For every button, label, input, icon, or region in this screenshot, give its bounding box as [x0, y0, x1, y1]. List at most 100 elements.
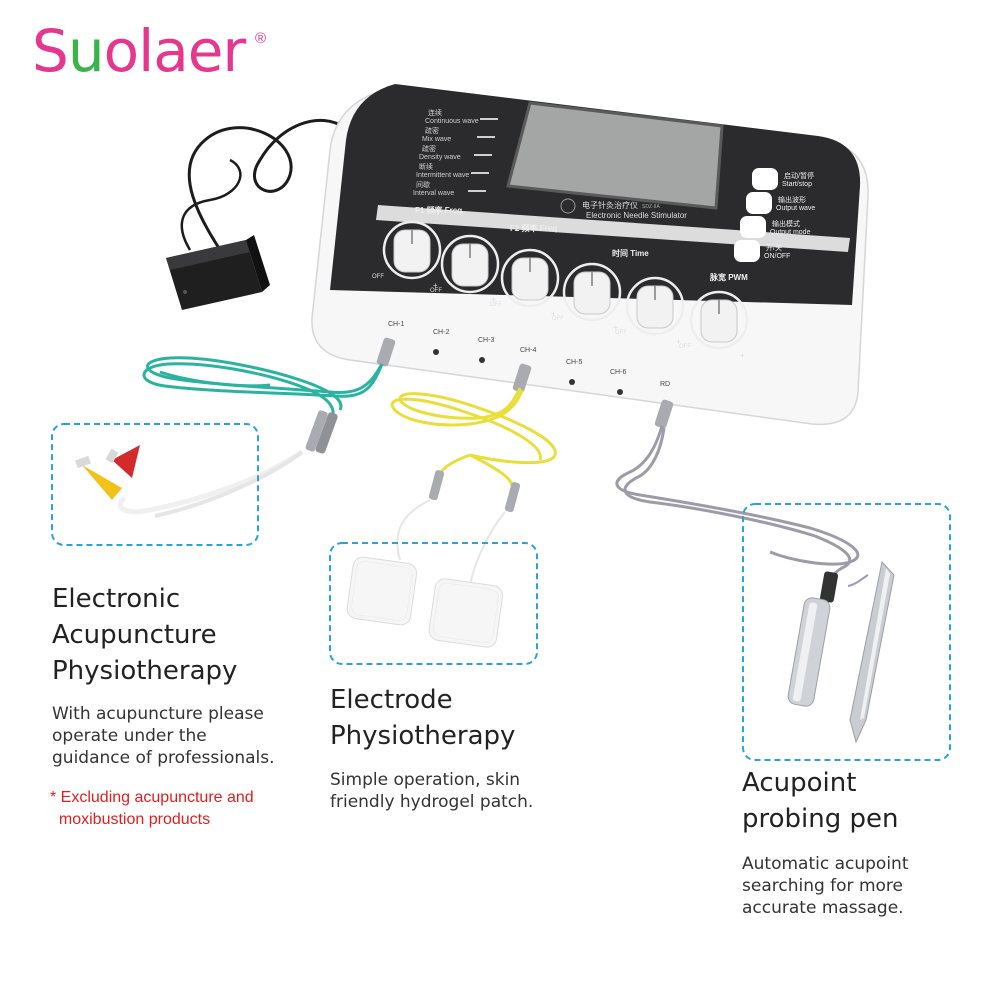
brand-logo: Suolaer	[32, 22, 246, 80]
knob-off-label: OFF	[372, 274, 384, 280]
dashed-frame-pen	[742, 503, 951, 761]
panel-strip	[376, 205, 850, 252]
brand-name-part: olaer	[103, 17, 247, 85]
button-label-cn: 输出模式	[772, 219, 800, 228]
wave-mode-en: Interval wave	[413, 190, 454, 197]
knob-plus-label: +	[613, 323, 618, 332]
channel-label: CH-1	[388, 321, 404, 328]
button-label-en: ON/OFF	[764, 253, 790, 260]
output-jacks	[433, 349, 623, 395]
stimulator-device: 连续 Continuous wave 疏密 Mix wave 疏密 Densit…	[311, 84, 869, 429]
title-line: probing pen	[742, 804, 899, 834]
desc-line: With acupuncture please	[52, 704, 264, 724]
title-line: Physiotherapy	[52, 656, 238, 686]
channel-label: CH-6	[610, 369, 626, 376]
control-buttons: 启动/暂停 Start/stop 输出波形 Output wave 输出模式 O…	[734, 168, 815, 262]
hydrogel-pad	[346, 556, 418, 626]
registered-mark: ®	[255, 30, 267, 47]
brand-name-part: S	[32, 17, 69, 85]
device-emblem	[560, 198, 576, 214]
wave-mode-cn: 间歇	[416, 180, 430, 189]
wave-mode-labels: 连续 Continuous wave 疏密 Mix wave 疏密 Densit…	[413, 108, 479, 197]
start-stop-button[interactable]: 启动/暂停 Start/stop	[752, 168, 814, 190]
electrode-title: Electrode Physiotherapy	[330, 682, 515, 754]
button-label-en: Output wave	[776, 205, 815, 212]
label-f1-freq: F1 频率 Freq	[415, 205, 462, 215]
desc-line: guidance of professionals.	[52, 748, 275, 768]
title-line: Physiotherapy	[330, 721, 516, 751]
channel-label: CH-4	[520, 347, 536, 354]
probe-pen-description: Automatic acupoint searching for more ac…	[742, 853, 908, 919]
device-model: SDZ-IIA	[642, 204, 660, 210]
hydrogel-pad	[428, 578, 504, 648]
channel-label: CH-5	[566, 359, 582, 366]
wave-mode-cn: 疏密	[422, 144, 436, 153]
electrode-pads	[346, 470, 521, 648]
wave-mode-en: Mix wave	[422, 136, 451, 143]
acupuncture-title: Electronic Acupuncture Physiotherapy	[52, 581, 237, 689]
button-label-cn: 输出波形	[778, 195, 806, 204]
output-channels: CH-1 CH-2 CH-3 CH-4 CH-5 CH-6 RD	[388, 321, 670, 388]
knob-ch4[interactable]: OFF +	[552, 262, 622, 332]
channel-label: RD	[660, 381, 670, 388]
power-adapter	[166, 235, 270, 310]
label-pwm: 脉宽 PWM	[709, 272, 748, 282]
device-name-en: Electronic Needle Stimulator	[586, 211, 687, 220]
output-wave-button[interactable]: 输出波形 Output wave	[746, 192, 815, 214]
knob-plus-label: +	[676, 337, 681, 346]
knob-plus-label: +	[491, 295, 496, 304]
channel-label: CH-2	[433, 329, 449, 336]
gray-probe-cable	[615, 425, 860, 586]
button-label-cn: 开/关	[766, 243, 782, 252]
wave-mode-cn: 疏密	[425, 126, 439, 135]
note-line: * Excluding acupuncture and	[50, 789, 254, 806]
knob-ch3[interactable]: OFF +	[490, 248, 560, 318]
knob-off-label: OFF	[552, 316, 564, 322]
power-button[interactable]: 开/关 ON/OFF	[734, 240, 790, 262]
yellow-electrode-cable	[390, 387, 557, 491]
knob-plus-label: +	[740, 351, 745, 360]
desc-line: Automatic acupoint	[742, 854, 909, 874]
knob-ch1[interactable]: OFF +	[372, 220, 442, 290]
probe-pen-title: Acupoint probing pen	[742, 765, 898, 837]
exclusion-note: * Excluding acupuncture and moxibustion …	[50, 787, 254, 831]
knob-ch5[interactable]: OFF +	[615, 276, 685, 346]
desc-line: Simple operation, skin	[330, 770, 521, 790]
knob-off-label: OFF	[430, 288, 442, 294]
desc-line: friendly hydrogel patch.	[330, 792, 534, 812]
wave-mode-indicators	[468, 118, 498, 192]
note-line: moxibustion products	[50, 811, 211, 828]
button-label-cn: 启动/暂停	[784, 171, 814, 180]
lcd-screen	[506, 101, 724, 210]
wave-mode-en: Intermittent wave	[416, 172, 469, 179]
plug-ch1	[376, 337, 396, 367]
acupuncture-leads	[75, 410, 338, 518]
acupoint-probe-pen	[787, 560, 895, 744]
green-electrode-cable	[142, 356, 384, 421]
acupuncture-description: With acupuncture please operate under th…	[52, 703, 275, 769]
knob-off-label: OFF	[615, 330, 627, 336]
desc-line: accurate massage.	[742, 898, 904, 918]
channel-label: CH-3	[478, 337, 494, 344]
desc-line: searching for more	[742, 876, 903, 896]
title-line: Electronic	[52, 584, 181, 614]
title-line: Electrode	[330, 685, 453, 715]
wave-mode-en: Continuous wave	[425, 118, 479, 125]
wave-mode-cn: 断续	[419, 162, 433, 171]
label-f2-freq: F2 频率 Freq	[510, 223, 557, 233]
wave-mode-en: Density wave	[419, 154, 461, 161]
knob-plus-label: +	[551, 309, 556, 318]
knob-ch2[interactable]: OFF +	[430, 234, 500, 304]
electrode-description: Simple operation, skin friendly hydrogel…	[330, 769, 533, 813]
brand-name-accent: u	[67, 17, 105, 85]
label-time: 时间 Time	[612, 248, 649, 258]
plug-ch4	[512, 363, 532, 393]
knob-off-label: OFF	[679, 344, 691, 350]
wave-mode-cn: 连续	[428, 108, 442, 117]
knob-ch6[interactable]: OFF +	[679, 290, 749, 360]
adapter-cable	[180, 158, 242, 251]
title-line: Acupuncture	[52, 620, 217, 650]
output-mode-button[interactable]: 输出模式 Output mode	[740, 216, 811, 238]
